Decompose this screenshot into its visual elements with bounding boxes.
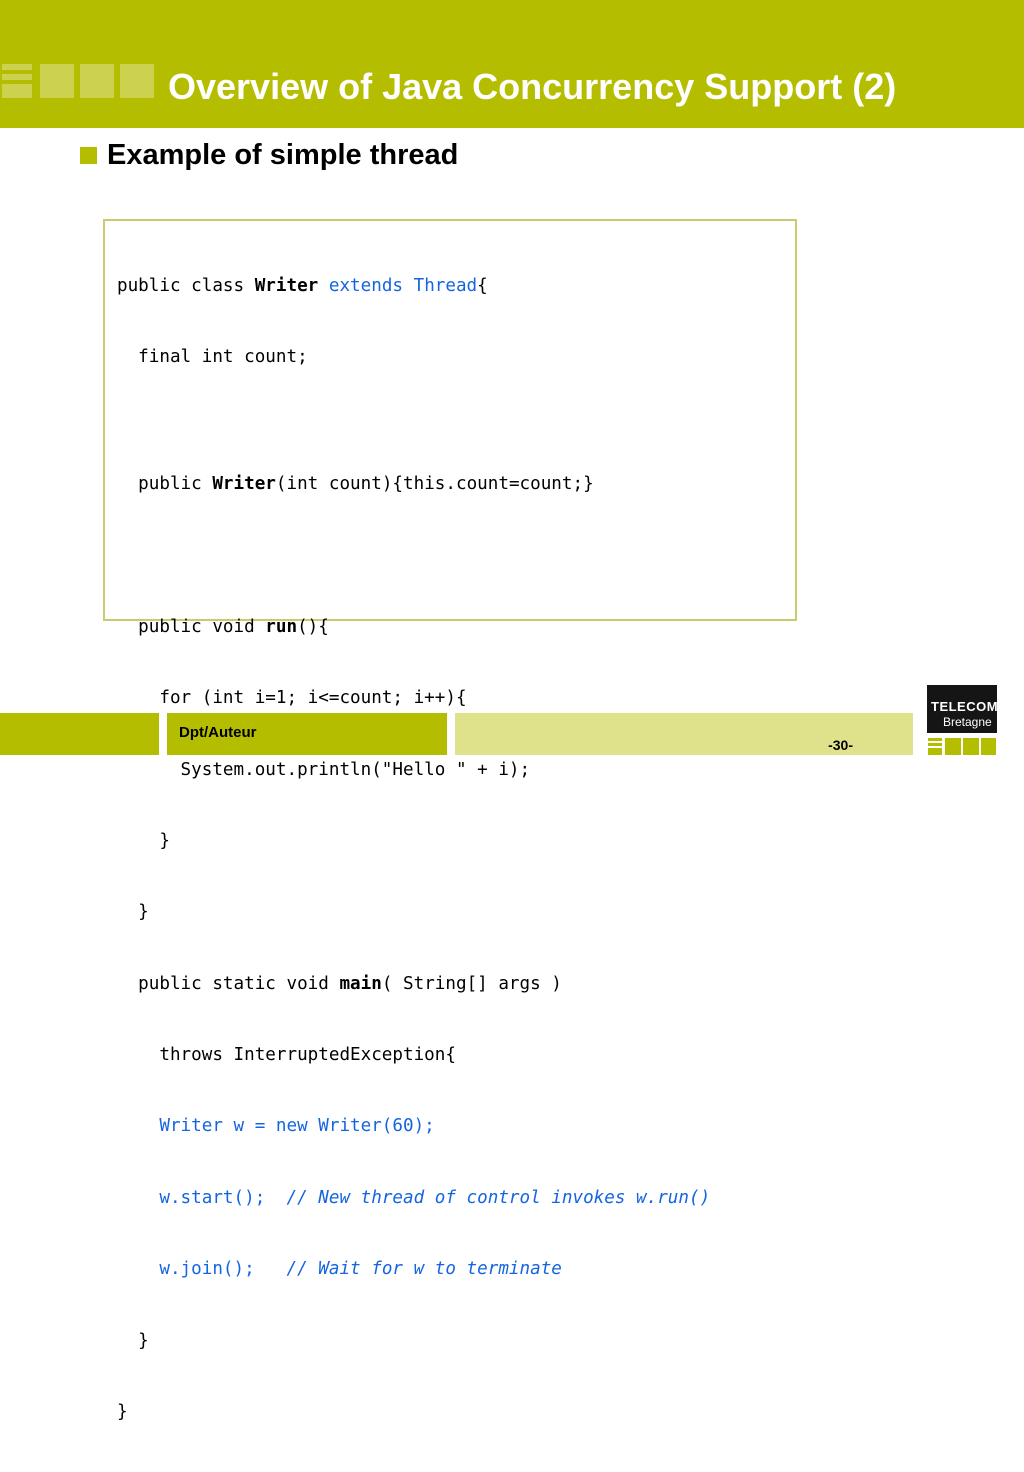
code-line: public Writer(int count){this.count=coun… [117,473,594,494]
footer-author-band: Dpt/Auteur [167,713,447,755]
logo-line2: Bretagne [943,715,992,729]
code-line: Writer w = new Writer(60); [117,1116,435,1137]
slide-title: Overview of Java Concurrency Support (2) [168,66,897,107]
code-line: } [117,1402,128,1423]
bullet-item: Example of simple thread [80,138,458,172]
logo-line1: TELECOM [931,699,999,714]
code-line: } [117,830,170,851]
telecom-bretagne-watermark-icon [0,58,160,104]
code-line: w.start(); // New thread of control invo… [117,1187,711,1208]
bullet-square-icon [80,146,97,164]
code-line: System.out.println("Hello " + i); [117,759,531,780]
footer-author: Dpt/Auteur [179,724,257,741]
code-line: public void run(){ [117,616,329,637]
code-line: ​ [117,544,710,568]
code-line: public class Writer extends Thread{ [117,275,488,296]
code-line: public static void main( String[] args ) [117,973,562,994]
code-line: } [117,902,149,923]
code-line: throws InterruptedException{ [117,1045,456,1066]
code-box: public class Writer extends Thread{ fina… [103,219,797,1422]
footer-right-band: -30- [455,713,913,755]
code-block: public class Writer extends Thread{ fina… [117,227,710,1472]
code-line: final int count; [117,346,308,367]
code-line: } [117,1330,149,1351]
header-band: Overview of Java Concurrency Support (2) [0,0,1024,128]
code-line: w.join(); // Wait for w to terminate [117,1259,562,1280]
telecom-bretagne-mark-icon [927,735,997,757]
page-number: -30- [828,737,853,753]
code-line: for (int i=1; i<=count; i++){ [117,688,467,709]
bullet-text: Example of simple thread [107,138,459,171]
telecom-bretagne-logo: TELECOM Bretagne [927,685,999,733]
footer-left-band [0,713,159,755]
